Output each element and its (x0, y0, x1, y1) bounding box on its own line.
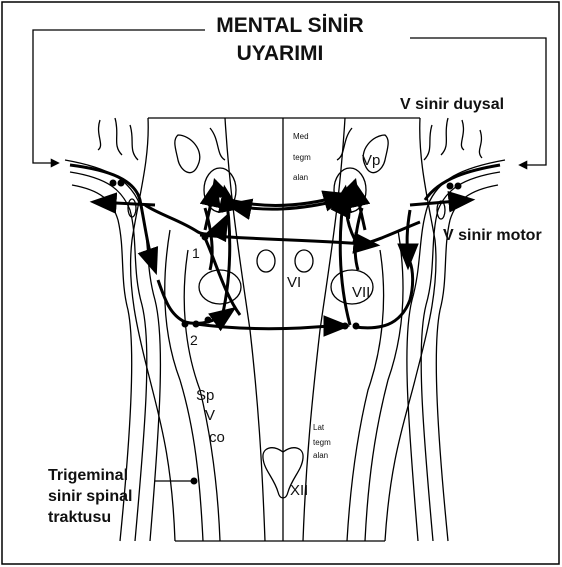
label-co: co (209, 429, 225, 446)
nucleus-vi-left (257, 250, 275, 272)
label-sp: Sp (196, 387, 214, 404)
label-num-2: 2 (190, 332, 198, 348)
label-trigeminal-3: traktusu (48, 509, 111, 526)
label-num-1: 1 (192, 245, 200, 261)
nucleus-vi-right (295, 250, 313, 272)
ganglion-dot-left-1 (110, 180, 117, 187)
stimulus-left-loop (33, 30, 205, 163)
label-vii: VII (352, 284, 370, 301)
label-trigeminal-1: Trigeminal (48, 467, 128, 484)
label-xii: XII (290, 482, 308, 499)
label-med-tegm-1: Med (293, 132, 309, 141)
label-lat-tegm-2: tegm (313, 438, 331, 447)
label-vp: Vp (362, 152, 380, 169)
label-med-tegm-3: alan (293, 173, 308, 182)
ganglion-dot-right-2 (455, 183, 462, 190)
title-line-2: UYARIMI (237, 42, 324, 65)
title-line-1: MENTAL SİNİR (216, 14, 363, 37)
label-trigeminal-2: sinir spinal (48, 488, 132, 505)
label-lat-tegm-3: alan (313, 451, 328, 460)
label-v-sensory: V sinir duysal (400, 96, 504, 113)
ganglion-dot-right-1 (447, 183, 454, 190)
label-vi: VI (287, 274, 301, 291)
label-v-motor: V sinir motor (443, 227, 542, 244)
label-v: V (205, 407, 215, 424)
label-med-tegm-2: tegm (293, 153, 311, 162)
label-lat-tegm-1: Lat (313, 423, 325, 432)
right-nerve-bundle (337, 118, 505, 541)
